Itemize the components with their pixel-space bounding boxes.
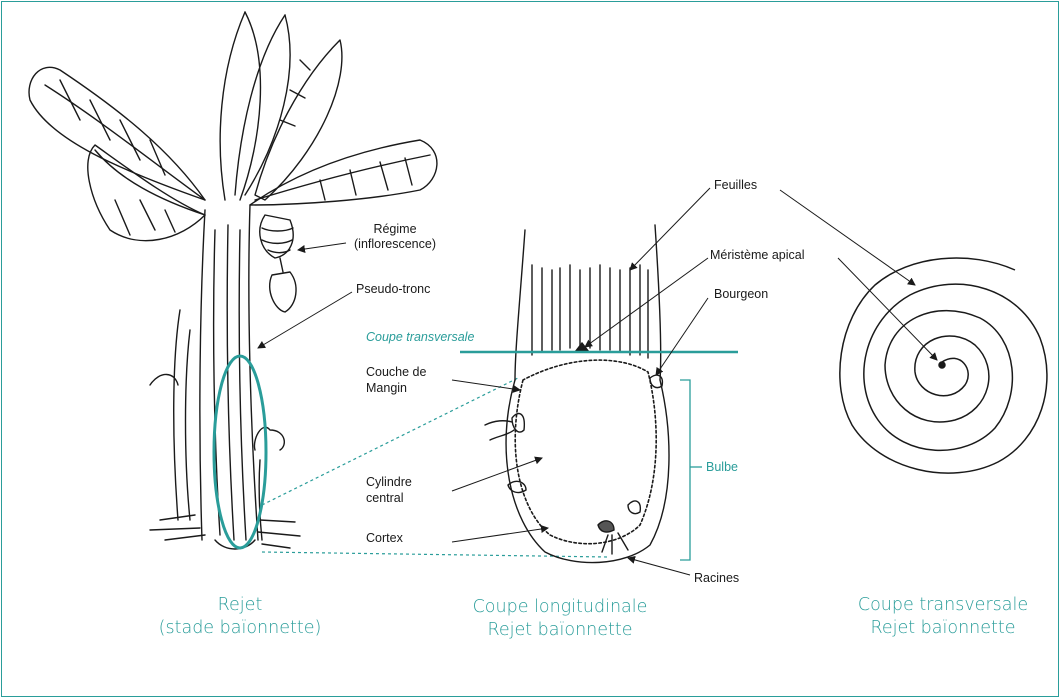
label-cortex: Cortex	[366, 531, 403, 546]
label-inflorescence: (inflorescence)	[345, 237, 445, 252]
label-regime: Régime	[345, 222, 445, 237]
label-couche-de: Couche de	[366, 365, 426, 380]
label-coupe-transversale-line: Coupe transversale	[366, 330, 474, 345]
label-cylindre: Cylindre	[366, 475, 412, 490]
label-racines: Racines	[694, 571, 739, 586]
banana-plant-drawing	[29, 12, 437, 549]
label-mangin: Mangin	[366, 381, 407, 396]
label-pseudo-tronc: Pseudo-tronc	[356, 282, 430, 297]
caption-transversale-line2: Rejet baïonnette	[828, 617, 1058, 639]
label-meristeme-apical: Méristème apical	[710, 248, 804, 263]
caption-rejet-line1: Rejet	[160, 594, 320, 616]
label-bourgeon: Bourgeon	[714, 287, 768, 302]
label-central: central	[366, 491, 404, 506]
caption-longitudinale-line2: Rejet baïonnette	[440, 619, 680, 641]
caption-longitudinale-line1: Coupe longitudinale	[440, 596, 680, 618]
longitudinal-section-drawing	[485, 225, 669, 563]
caption-transversale-line1: Coupe transversale	[828, 594, 1058, 616]
caption-rejet-line2: (stade baïonnette)	[140, 617, 340, 639]
transverse-section-drawing	[840, 258, 1047, 473]
label-bulbe: Bulbe	[706, 460, 738, 475]
label-feuilles: Feuilles	[714, 178, 757, 193]
